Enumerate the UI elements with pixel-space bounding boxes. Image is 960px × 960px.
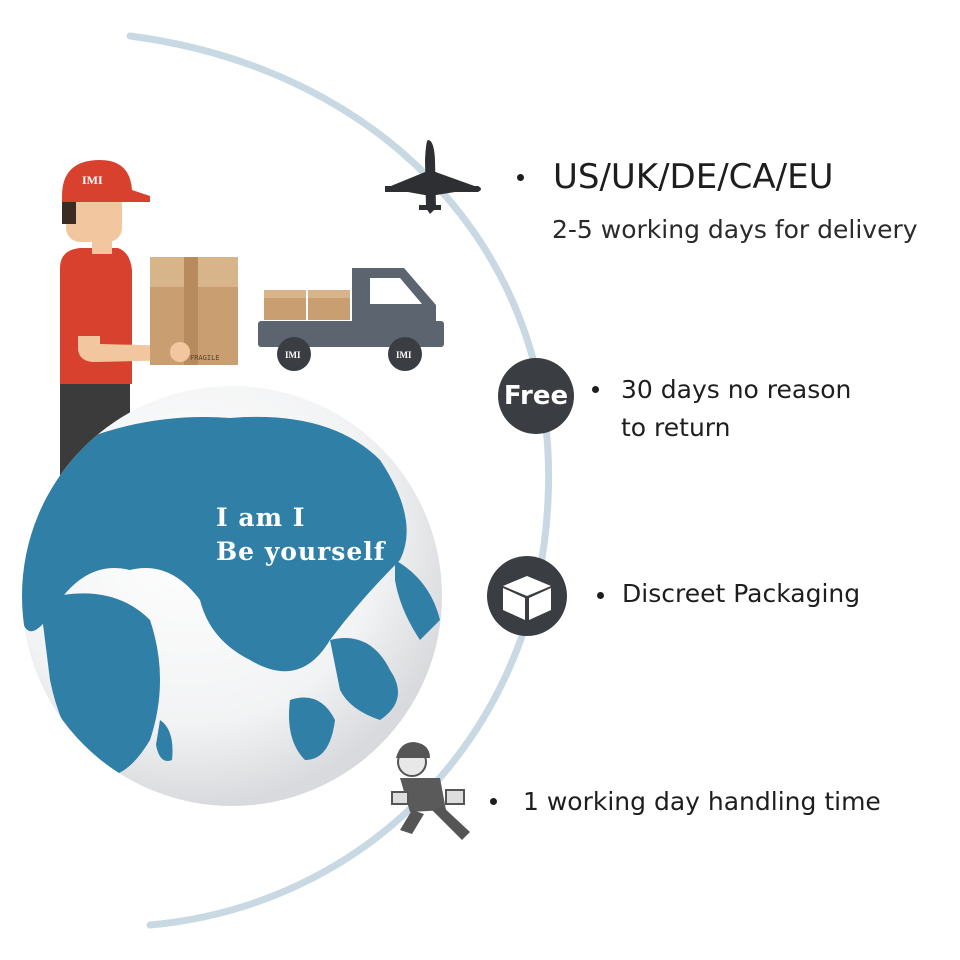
shipping-regions: US/UK/DE/CA/EU: [553, 157, 834, 197]
slogan-line-1: I am I: [216, 503, 306, 532]
slogan-line-2: Be yourself: [216, 537, 386, 566]
return-policy-line-2: to return: [621, 413, 731, 442]
bullet: [490, 798, 497, 805]
globe: [22, 386, 442, 806]
courier-icon: [391, 742, 470, 840]
box-icon: [487, 556, 567, 636]
timeline-arc: [126, 32, 553, 929]
handling-time-label: 1 working day handling time: [523, 787, 881, 816]
airplane-icon: [385, 140, 481, 214]
svg-text:IMI: IMI: [285, 350, 301, 360]
svg-text:IMI: IMI: [396, 350, 412, 360]
cap-logo: IMI: [82, 173, 103, 187]
bullet: [597, 592, 604, 599]
bullet: [517, 174, 524, 181]
bullet: [592, 386, 599, 393]
free-badge-icon: Free: [498, 358, 574, 434]
return-policy-line-1: 30 days no reason: [621, 375, 852, 404]
delivery-time: 2-5 working days for delivery: [552, 215, 918, 244]
packaging-label: Discreet Packaging: [622, 579, 861, 608]
svg-text:FRAGILE: FRAGILE: [190, 354, 220, 362]
delivery-truck: IMI IMI: [258, 268, 444, 371]
delivery-man: IMI IMI FRAGILE: [60, 160, 238, 490]
